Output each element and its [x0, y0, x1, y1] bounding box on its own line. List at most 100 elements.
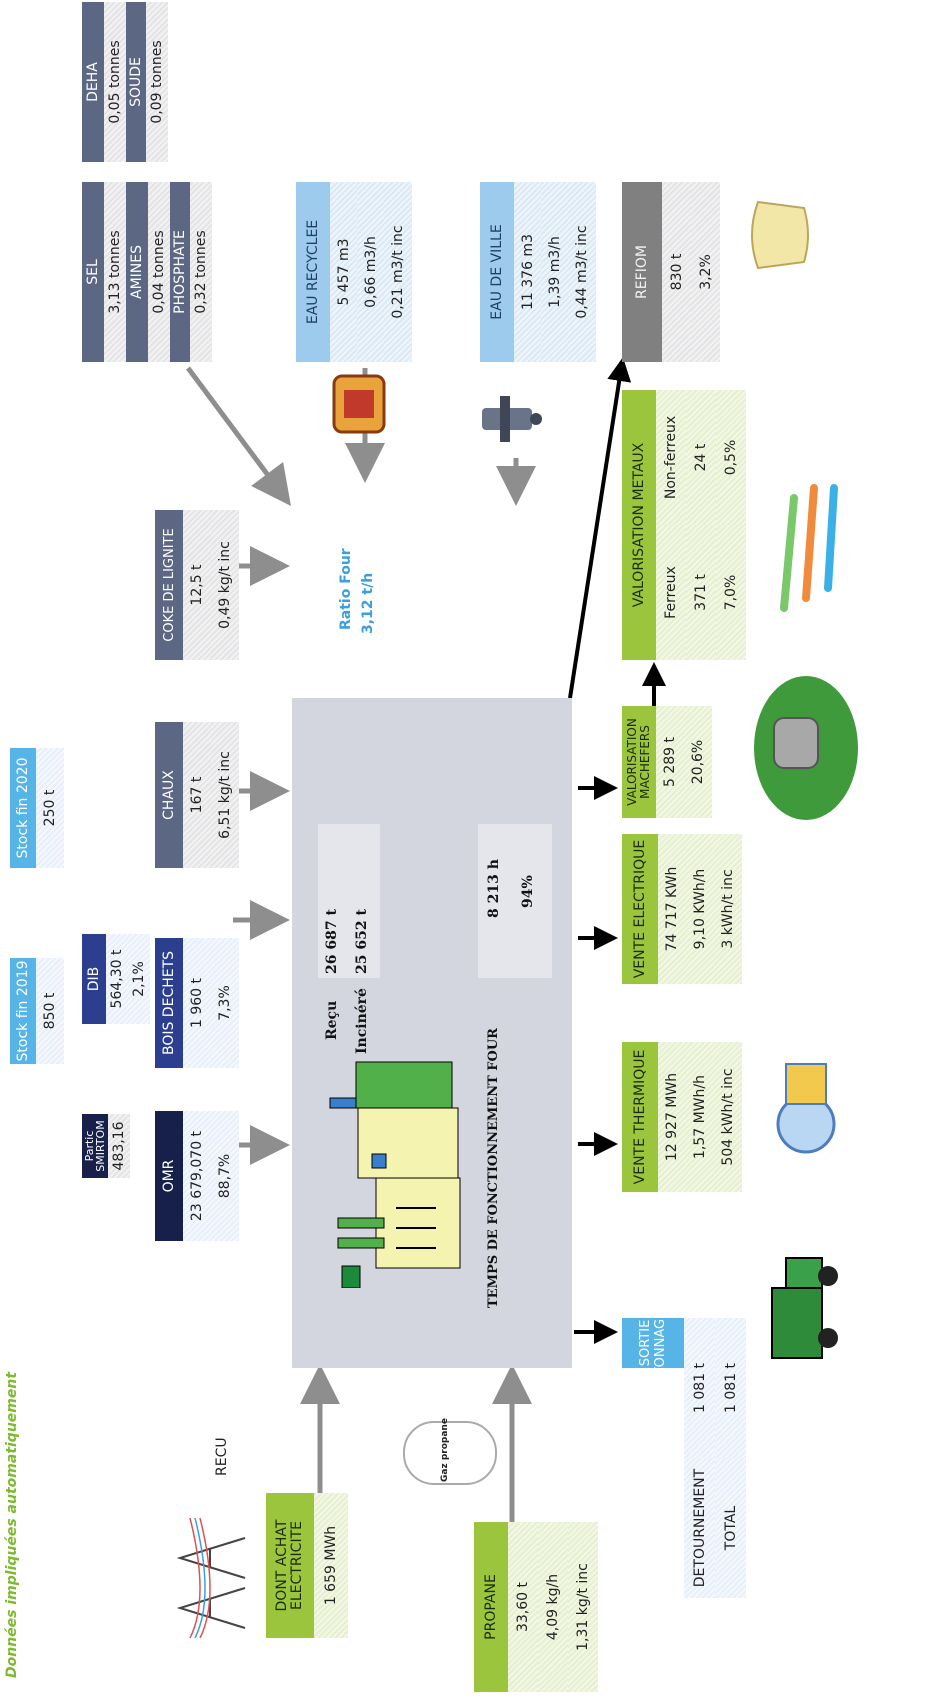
value-ratio: 3,12 t/h: [360, 572, 376, 634]
sortie-label-1: DETOURNEMENT: [684, 1458, 715, 1598]
eau-ville-title: EAU DE VILLE: [480, 182, 514, 362]
box-eau-ville: EAU DE VILLE 11 376 m3 1,39 m3/h 0,44 m3…: [480, 182, 596, 362]
stock2020-title: Stock fin 2020: [10, 748, 36, 868]
refiom-row-1: 830 t: [662, 182, 691, 362]
value-temps-pct: 94%: [520, 875, 536, 908]
box-electricite: DONT ACHAT ELECTRICITE 1 659 MWh: [266, 1493, 348, 1638]
sel-value: 3,13 tonnes: [104, 182, 126, 362]
bois-row-2: 7,3%: [211, 938, 239, 1068]
turbine-icon: [776, 1063, 836, 1154]
box-chaux: CHAUX 167 t 6,51 kg/t inc: [155, 722, 239, 868]
value-incinere: 25 652 t: [354, 909, 370, 974]
chaux-title: CHAUX: [155, 722, 183, 868]
box-partic: Partic SMIRTOM 483,16: [82, 1114, 130, 1178]
box-eau-recyclee: EAU RECYCLEE 5 457 m3 0,66 m3/h 0,21 m3/…: [296, 182, 412, 362]
amines-title: AMINES: [126, 182, 148, 362]
partic-title: Partic SMIRTOM: [82, 1114, 108, 1178]
phosphate-value: 0,32 tonnes: [190, 182, 212, 362]
sortie-value-1: 1 081 t: [684, 1318, 715, 1458]
electrique-title: VENTE ELECTRIQUE: [622, 834, 658, 984]
eau-ville-row-2: 1,39 m3/h: [541, 182, 568, 362]
coke-row-2: 0,49 kg/t inc: [211, 510, 239, 660]
metaux-ferreux-pct: 7,0%: [716, 525, 746, 660]
soude-value: 0,09 tonnes: [146, 2, 168, 162]
chaux-row-2: 6,51 kg/t inc: [211, 722, 239, 868]
box-propane: PROPANE 33,60 t 4,09 kg/h 1,31 kg/t inc: [474, 1522, 598, 1692]
omr-row-2: 88,7%: [211, 1111, 239, 1241]
phosphate-title: PHOSPHATE: [170, 182, 190, 362]
bois-row-1: 1 960 t: [183, 938, 211, 1068]
dib-row-1: 564,30 t: [106, 934, 128, 1024]
refiom-title: REFIOM: [622, 182, 662, 362]
sel-title: SEL: [82, 182, 104, 362]
stock2020-value: 250 t: [36, 748, 64, 868]
omr-row-1: 23 679,070 t: [183, 1111, 211, 1241]
water-tap-icon: [482, 396, 542, 442]
box-coke: COKE DE LIGNITE 12,5 t 0,49 kg/t inc: [155, 510, 239, 660]
value-temps: 8 213 h: [486, 859, 502, 918]
box-sortie: SORTIE TONNAGE DETOURNEMENT 1 081 t TOTA…: [622, 1318, 746, 1598]
sortie-label-2: TOTAL: [715, 1458, 746, 1598]
eau-recyclee-row-3: 0,21 m3/t inc: [384, 182, 412, 362]
propane-row-2: 4,09 kg/h: [538, 1522, 568, 1692]
sortie-value-2: 1 081 t: [715, 1318, 746, 1458]
coke-title: COKE DE LIGNITE: [155, 510, 183, 660]
electrique-row-3: 3 kWh/t inc: [714, 834, 742, 984]
thermique-row-1: 12 927 MWh: [658, 1042, 686, 1192]
label-ratio: Ratio Four: [338, 548, 354, 630]
propane-row-1: 33,60 t: [508, 1522, 538, 1692]
deha-title: DEHA: [82, 2, 104, 162]
chaux-row-1: 167 t: [183, 722, 211, 868]
box-stock-2020: Stock fin 2020 250 t: [10, 748, 64, 868]
box-electrique: VENTE ELECTRIQUE 74 717 KWh 9,10 KWh/h 3…: [622, 834, 742, 984]
gas-tank-icon: [403, 1421, 497, 1485]
electricite-value: 1 659 MWh: [314, 1493, 348, 1638]
machefers-icon: [754, 676, 858, 820]
machefers-title: VALORISATION MACHEFERS: [622, 706, 656, 818]
amines-value: 0,04 tonnes: [148, 182, 170, 362]
arrow-refiom: [568, 357, 632, 699]
refiom-row-2: 3,2%: [691, 182, 720, 362]
metaux-ferreux-tonnage: 371 t: [686, 525, 716, 660]
dib-title: DIB: [82, 934, 106, 1024]
thermique-row-3: 504 kWh/t inc: [714, 1042, 742, 1192]
pylon-icon: [176, 1518, 246, 1638]
box-refiom: REFIOM 830 t 3,2%: [622, 182, 720, 362]
partic-value: 483,16: [108, 1114, 130, 1178]
machefers-row-1: 5 289 t: [656, 706, 684, 818]
label-recu: Reçu: [324, 1000, 340, 1040]
box-stock-2019: Stock fin 2019 850 t: [10, 958, 64, 1064]
soude-title: SOUDE: [126, 2, 146, 162]
bag-icon: [751, 200, 809, 270]
propane-title: PROPANE: [474, 1522, 508, 1692]
deha-value: 0,05 tonnes: [104, 2, 126, 162]
thermique-title: VENTE THERMIQUE: [622, 1042, 658, 1192]
electrique-row-1: 74 717 KWh: [658, 834, 686, 984]
box-machefers: VALORISATION MACHEFERS 5 289 t 20,6%: [622, 706, 712, 818]
box-reactifs: SEL 3,13 tonnes AMINES 0,04 tonnes PHOSP…: [82, 182, 212, 362]
box-thermique: VENTE THERMIQUE 12 927 MWh 1,57 MWh/h 50…: [622, 1042, 742, 1192]
bois-title: BOIS DECHETS: [155, 938, 183, 1068]
metaux-nonferreux-tonnage: 24 t: [686, 390, 716, 525]
eau-recyclee-title: EAU RECYCLEE: [296, 182, 330, 362]
label-recu-section: RECU: [214, 1437, 230, 1476]
machefers-row-2: 20,6%: [684, 706, 712, 818]
electrique-row-2: 9,10 KWh/h: [686, 834, 714, 984]
eau-ville-row-3: 0,44 m3/t inc: [568, 182, 596, 362]
omr-title: OMR: [155, 1111, 183, 1241]
factory-icon: [329, 1061, 461, 1288]
metal-tubes-icon: [780, 484, 838, 612]
box-bois: BOIS DECHETS 1 960 t 7,3%: [155, 938, 239, 1068]
eau-recyclee-row-2: 0,66 m3/h: [357, 182, 384, 362]
eau-ville-row-1: 11 376 m3: [514, 182, 541, 362]
eau-recyclee-row-1: 5 457 m3: [330, 182, 357, 362]
box-omr: OMR 23 679,070 t 88,7%: [155, 1111, 239, 1241]
electricite-title: DONT ACHAT ELECTRICITE: [266, 1493, 314, 1638]
label-incinere: Incinéré: [354, 988, 370, 1054]
gas-label: Gaz propane: [440, 1418, 450, 1482]
box-metaux: VALORISATION METAUX Ferreux Non-ferreux …: [622, 390, 746, 660]
label-temps: TEMPS DE FONCTIONNEMENT FOUR: [486, 1028, 501, 1308]
